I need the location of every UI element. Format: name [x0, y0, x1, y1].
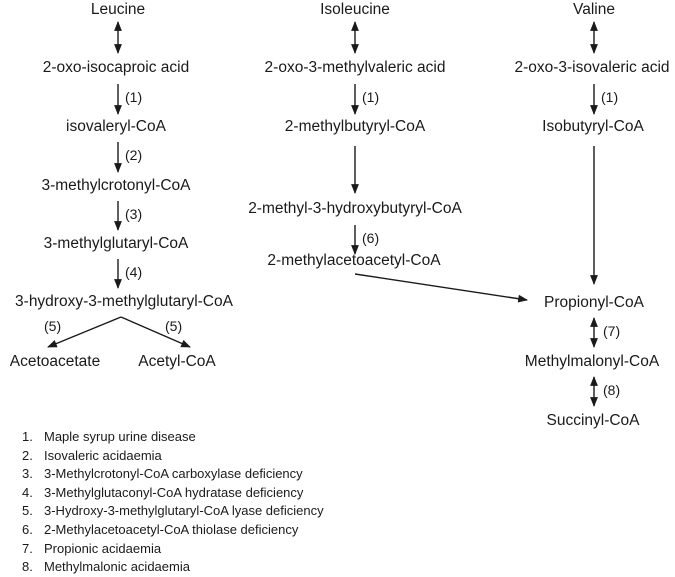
step-label-1-leucine: (1): [125, 89, 142, 105]
node-2-oxo-3-isovaleric-acid: 2-oxo-3-isovaleric acid: [514, 59, 669, 76]
step-label-3: (3): [125, 206, 142, 222]
node-methylmalonyl-coa: Methylmalonyl-CoA: [525, 353, 660, 370]
step-label-1-valine: (1): [601, 89, 618, 105]
legend-number: 8.: [22, 559, 33, 575]
step-label-2: (2): [125, 147, 142, 163]
legend-text: Propionic acidaemia: [44, 540, 162, 556]
legend-item: 6. 2-Methylacetoacetyl-CoA thiolase defic…: [22, 521, 324, 540]
legend-item: 5. 3-Hydroxy-3-methylglutaryl-CoA lyase d…: [22, 502, 324, 521]
legend-text: 3-Methylcrotonyl-CoA carboxylase deficie…: [44, 466, 303, 482]
node-isobutyryl-coa: Isobutyryl-CoA: [542, 118, 644, 135]
node-3-methylglutaryl-coa: 3-methylglutaryl-CoA: [44, 235, 189, 252]
arrow-step-5-acetoacetate: [47, 316, 122, 348]
step-label-4: (4): [125, 264, 142, 280]
node-leucine: Leucine: [91, 1, 145, 18]
node-valine: Valine: [573, 1, 615, 18]
legend-number: 3.: [22, 466, 33, 482]
legend-number: 1.: [22, 429, 33, 444]
step-label-5-left: (5): [44, 318, 61, 334]
legend-text: Maple syrup urine disease: [44, 429, 196, 444]
step-label-1-isoleucine: (1): [362, 89, 379, 105]
node-2-oxo-3-methylvaleric-acid: 2-oxo-3-methylvaleric acid: [265, 59, 446, 76]
node-isoleucine: Isoleucine: [320, 1, 390, 18]
step-label-6: (6): [362, 230, 379, 246]
legend-text: 3-Hydroxy-3-methylglutaryl-CoA lyase def…: [44, 503, 324, 519]
legend-item: 1. Maple syrup urine disease: [22, 428, 324, 447]
node-propionyl-coa: Propionyl-CoA: [544, 294, 645, 311]
arrow-step-5-acetyl-coa: [120, 316, 191, 348]
legend-number: 2.: [22, 447, 33, 463]
node-hmg-coa: 3-hydroxy-3-methylglutaryl-CoA: [15, 293, 234, 310]
legend-number: 4.: [22, 484, 33, 500]
node-2-methylacetoacetyl-coa: 2-methylacetoacetyl-CoA: [267, 252, 441, 269]
legend-text: Isovaleric acidaemia: [44, 447, 162, 463]
legend-item: 4. 3-Methylglutaconyl-CoA hydratase defic…: [22, 484, 324, 503]
legend-text: 3-Methylglutaconyl-CoA hydratase deficie…: [44, 484, 304, 500]
arrow-methylacetoacetyl-to-propionyl: [354, 273, 528, 303]
node-3-methylcrotonyl-coa: 3-methylcrotonyl-CoA: [41, 177, 191, 194]
step-label-7: (7): [603, 323, 620, 339]
legend-number: 5.: [22, 503, 33, 519]
node-2-methylbutyryl-coa: 2-methylbutyryl-CoA: [285, 118, 426, 135]
legend-item: 3. 3-Methylcrotonyl-CoA carboxylase defic…: [22, 465, 324, 484]
node-acetoacetate: Acetoacetate: [10, 353, 100, 370]
deficiency-legend: 1. Maple syrup urine disease 2. Isovaleric…: [22, 428, 324, 577]
node-isovaleryl-coa: isovaleryl-CoA: [66, 118, 167, 135]
node-acetyl-coa: Acetyl-CoA: [138, 353, 216, 370]
node-2-oxo-isocaproic-acid: 2-oxo-isocaproic acid: [43, 59, 189, 76]
node-2-methyl-3-hydroxybutyryl-coa: 2-methyl-3-hydroxybutyryl-CoA: [248, 200, 462, 217]
legend-number: 7.: [22, 540, 33, 556]
legend-text: Methylmalonic acidaemia: [44, 559, 190, 575]
legend-number: 6.: [22, 521, 33, 537]
step-label-5-right: (5): [165, 318, 182, 334]
legend-item: 7. Propionic acidaemia: [22, 540, 324, 559]
legend-text: 2-Methylacetoacetyl-CoA thiolase deficie…: [44, 521, 299, 537]
step-label-8: (8): [603, 382, 620, 398]
legend-item: 2. Isovaleric acidaemia: [22, 447, 324, 466]
legend-item: 8. Methylmalonic acidaemia: [22, 558, 324, 577]
node-succinyl-coa: Succinyl-CoA: [546, 412, 640, 429]
